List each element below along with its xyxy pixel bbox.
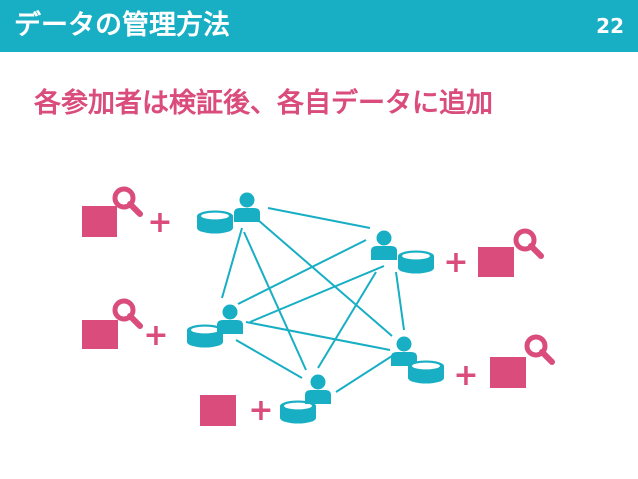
connection-line bbox=[257, 219, 393, 337]
page-title: データの管理方法 bbox=[14, 10, 230, 41]
plus-sign: + bbox=[147, 205, 172, 240]
database-icon bbox=[197, 210, 233, 234]
user-icon bbox=[391, 336, 417, 366]
participant-node-1: + bbox=[82, 189, 260, 240]
magnifier-icon bbox=[115, 301, 140, 326]
participant-node-4: + bbox=[391, 336, 552, 393]
connection-line bbox=[249, 265, 385, 323]
participant-node-2: + bbox=[371, 230, 541, 280]
connection-line bbox=[317, 271, 377, 369]
user-icon bbox=[371, 230, 397, 260]
connection-line bbox=[235, 339, 303, 379]
connection-line bbox=[395, 271, 405, 331]
connection-line bbox=[267, 207, 371, 229]
plus-sign: + bbox=[443, 245, 468, 280]
user-icon bbox=[234, 192, 260, 222]
block-icon bbox=[478, 247, 514, 277]
block-icon bbox=[82, 320, 118, 349]
participant-node-5: + bbox=[200, 374, 331, 428]
connection-line bbox=[221, 227, 243, 299]
plus-sign: + bbox=[143, 318, 168, 353]
magnifier-icon bbox=[527, 337, 552, 362]
connection-line bbox=[237, 239, 367, 305]
plus-sign: + bbox=[248, 393, 273, 428]
block-icon bbox=[200, 395, 236, 426]
plus-sign: + bbox=[453, 358, 478, 393]
magnifier-icon bbox=[115, 189, 140, 214]
magnifier-icon bbox=[516, 231, 541, 256]
connection-line bbox=[335, 355, 393, 393]
connection-line bbox=[243, 231, 307, 371]
block-icon bbox=[82, 206, 117, 237]
user-icon bbox=[217, 304, 243, 334]
database-icon bbox=[398, 250, 434, 274]
page-number: 22 bbox=[596, 14, 624, 38]
slide-subtitle: 各参加者は検証後、各自データに追加 bbox=[34, 88, 493, 119]
user-icon bbox=[305, 374, 331, 404]
connection-line bbox=[245, 321, 391, 351]
database-icon bbox=[408, 360, 444, 384]
participant-node-3: + bbox=[82, 301, 243, 353]
network-connections bbox=[221, 207, 405, 393]
header-bar: データの管理方法 22 bbox=[0, 0, 638, 52]
block-icon bbox=[490, 357, 526, 388]
